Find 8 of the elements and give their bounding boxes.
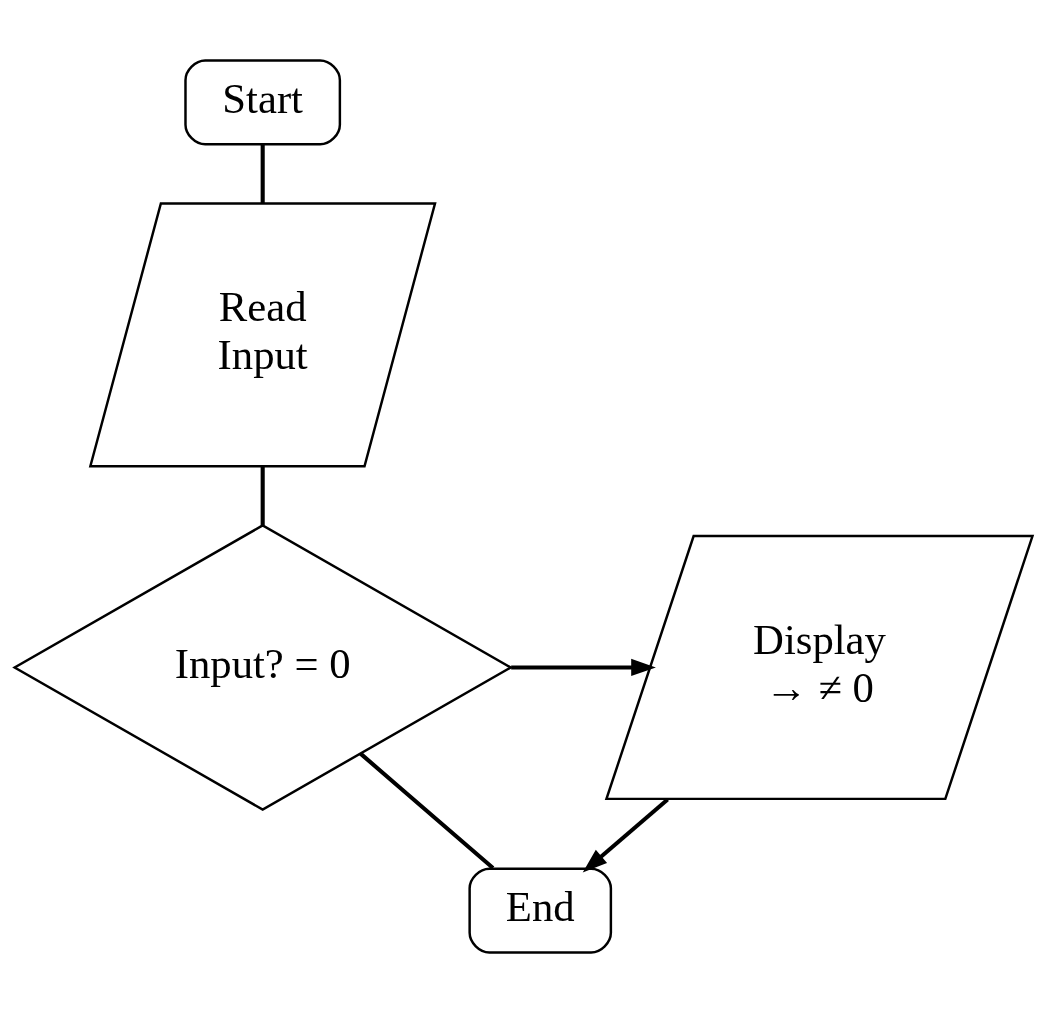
node-box: End [468, 866, 613, 954]
node-diamond: Input? = 0 [12, 523, 514, 811]
connector [260, 144, 265, 203]
connector [359, 751, 495, 870]
arrow [511, 658, 656, 676]
connector [260, 466, 265, 525]
node-box: Start [184, 58, 342, 146]
arrow [582, 797, 669, 872]
